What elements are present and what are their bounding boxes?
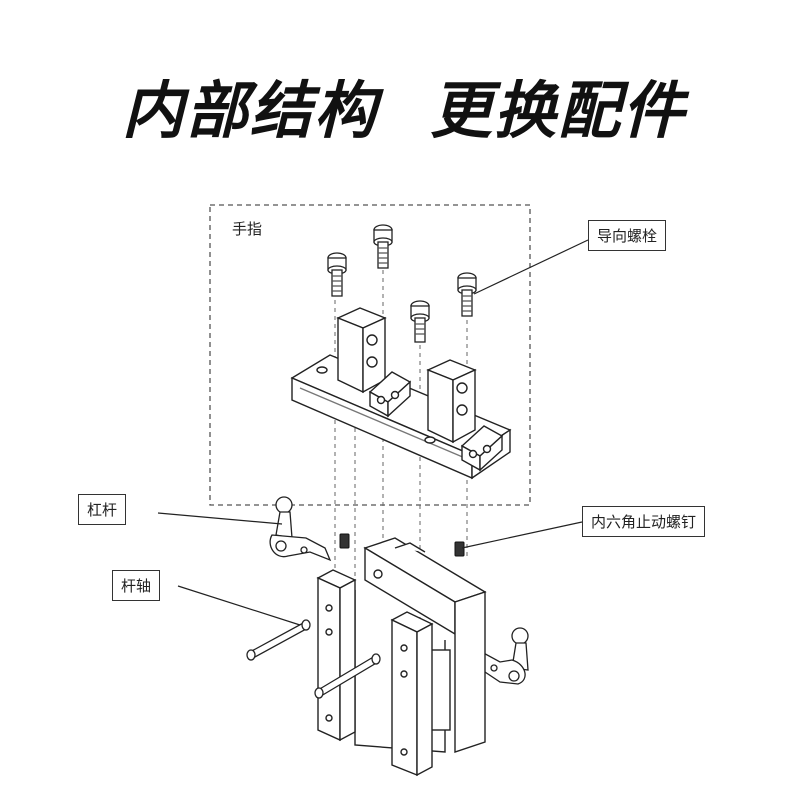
- lever-left: [269, 496, 332, 562]
- set-screws: [339, 533, 465, 557]
- label-lever: 杠杆: [78, 494, 127, 525]
- title-replacement-parts: 更换配件: [430, 74, 687, 147]
- finger-boundary: [209, 204, 531, 506]
- finger-block-right: [426, 359, 504, 472]
- label-set-screw: 内六角止动螺钉: [582, 506, 706, 537]
- guide-bolts: [327, 224, 477, 343]
- title-internal-structure: 内部结构: [122, 74, 379, 147]
- label-lever-shaft: 杆轴: [112, 570, 161, 601]
- guide-bolt: [410, 300, 430, 343]
- guide-bolt: [373, 224, 393, 269]
- guide-bolt: [327, 252, 347, 297]
- label-finger: 手指: [232, 220, 263, 238]
- guide-bolt: [457, 272, 477, 317]
- lever-right: [477, 627, 529, 685]
- label-guide-bolt: 导向螺栓: [588, 220, 667, 251]
- finger-block-left: [336, 307, 412, 418]
- piston-plate-right: [390, 611, 434, 777]
- leader-lines: [157, 239, 589, 626]
- lever-shafts: [246, 619, 381, 699]
- piston-plate-left: [316, 569, 357, 742]
